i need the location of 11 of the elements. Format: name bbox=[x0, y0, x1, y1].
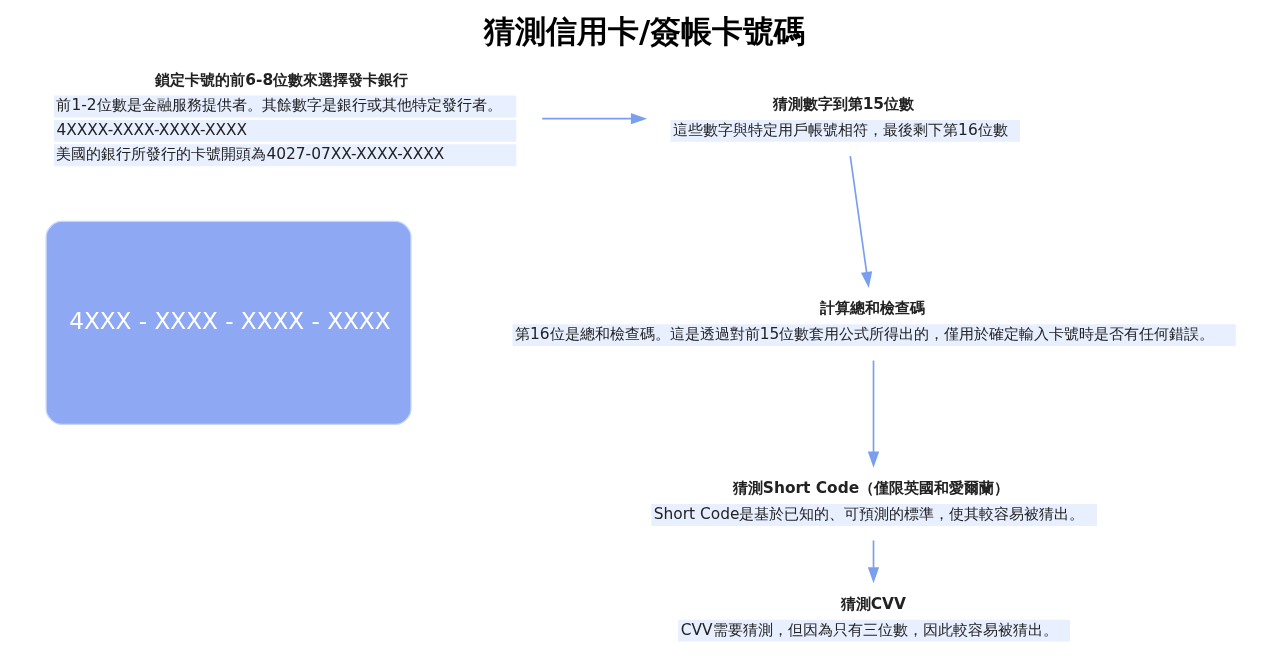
arrow bbox=[867, 539, 879, 584]
arrow bbox=[867, 359, 879, 468]
node-label: 計算總和檢查碼 bbox=[819, 299, 925, 318]
arrow bbox=[848, 155, 872, 289]
node-label: 猜測Short Code（僅限英國和愛爾蘭） bbox=[732, 479, 1009, 498]
arrow bbox=[540, 113, 647, 125]
node-label: 鎖定卡號的前6-8位數來選擇發卡銀行 bbox=[154, 70, 408, 89]
diagram-title: 猜測信用卡/簽帳卡號碼 bbox=[483, 12, 805, 49]
node-box: 4XXX - XXXX - XXXX - XXXX bbox=[45, 220, 412, 426]
node-label: 猜測CVV bbox=[840, 594, 906, 613]
node-label: 猜測數字到第15位數 bbox=[772, 95, 914, 114]
